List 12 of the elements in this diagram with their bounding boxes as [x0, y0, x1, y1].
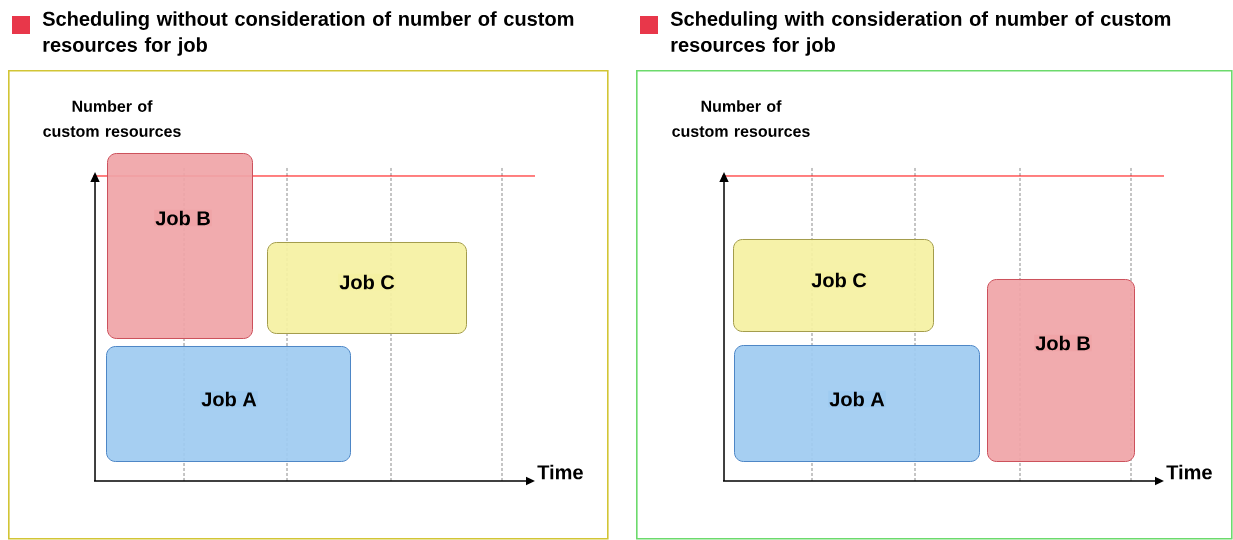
node-label: Scheduling with consideration of number of custom resources for job: [670, 11, 1171, 56]
job-box: Job C: [267, 242, 467, 334]
axis-label: Time: [1166, 464, 1212, 480]
job-box: Job A: [106, 346, 351, 462]
axis-label: Number of custom resources: [43, 100, 181, 137]
job-box: Job A: [734, 345, 980, 462]
node-label: Scheduling without consideration of number of custom resources for job: [42, 11, 574, 56]
job-box: Job B: [987, 279, 1135, 462]
axis-label: Number of custom resources: [672, 100, 810, 137]
job-box: Job C: [733, 239, 934, 332]
job-box: Job B: [107, 153, 253, 339]
axis-label: Time: [537, 464, 583, 480]
